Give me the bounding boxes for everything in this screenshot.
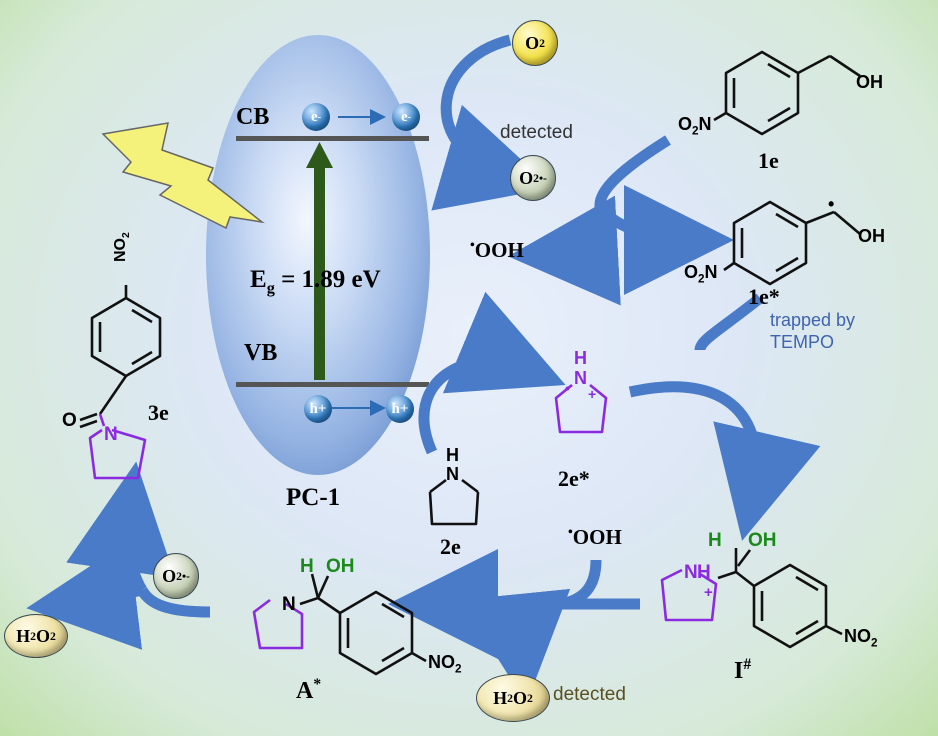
molecule-1e: [713, 50, 861, 136]
vb-line: [236, 382, 429, 387]
atom-1e-O2N: O2N: [678, 114, 712, 138]
arrow-to-h2o2-left: [26, 540, 144, 650]
arrow-hole-to-2estar: [418, 291, 566, 455]
excitation-arrow-head: [306, 142, 333, 168]
arrow-A-to-left: [137, 587, 211, 618]
electron-1: e-: [302, 103, 330, 131]
arrow-o2-to-superoxide: [431, 34, 553, 211]
atom-2estar-plus: +: [588, 386, 597, 402]
atom-A-H: H: [300, 556, 314, 577]
compound-2e-star-label: 2e*: [558, 466, 590, 491]
atom-I-N: N: [684, 562, 698, 583]
atom-1estar-radical: •: [828, 194, 835, 214]
atom-3e-NO2: NO2: [112, 232, 133, 262]
arrow-to-3e: [66, 461, 176, 593]
detected-top-label: detected: [500, 122, 573, 143]
atom-A-OH: OH: [326, 556, 355, 577]
molecule-2e: [428, 478, 480, 526]
intermediate-A-label: A*: [296, 676, 322, 704]
ooh-bottom-label: •OOH: [568, 524, 622, 549]
arrow-1estar-down: [694, 293, 764, 352]
atom-2estar-radical: •: [565, 380, 570, 396]
atom-2estar-H: H: [574, 348, 587, 368]
arrow-to-h2o2-bottom: [460, 588, 571, 704]
atom-1e-OH: OH: [856, 72, 883, 92]
atom-1estar-O2N: O2N: [684, 262, 718, 286]
trapped-line-1: trapped by: [770, 310, 856, 330]
atom-I-plus: +: [704, 584, 713, 601]
molecule-A: [299, 573, 427, 676]
atom-1estar-OH: OH: [858, 226, 885, 246]
cb-label: CB: [236, 104, 270, 130]
atom-I-NO2: NO2: [844, 626, 878, 650]
bandgap-label: Eg = 1.89 eV: [250, 266, 381, 298]
pyrrolidine-3e: [88, 413, 147, 480]
excitation-arrow-shaft: [314, 166, 325, 380]
arrow-to-1ecstar: [595, 184, 734, 295]
hole-1: h+: [304, 395, 332, 423]
electron-2: e-: [392, 103, 420, 131]
lightning-bolt-icon: [101, 122, 265, 230]
bandgap-E: E: [250, 266, 267, 293]
cb-line: [236, 136, 429, 141]
atom-3e-O: O: [62, 410, 77, 431]
hole-2: h+: [386, 395, 414, 423]
trapped-by-tempo-label: trapped by TEMPO: [770, 309, 855, 353]
arrow-to-ooh-top: [508, 195, 621, 306]
atom-A-NO2: NO2: [428, 652, 462, 676]
arrow-1e-split: [594, 135, 671, 206]
atom-I-NH: H: [697, 562, 711, 583]
detected-bottom-label: detected: [553, 684, 626, 705]
compound-2e-label: 2e: [440, 534, 461, 559]
atom-I-H: H: [708, 530, 722, 551]
atom-2e-N: N: [446, 464, 459, 484]
compound-1e-label: 1e: [758, 148, 779, 173]
trapped-line-2: TEMPO: [770, 332, 835, 352]
vb-label: VB: [244, 340, 278, 366]
pyrrolidine-I: [660, 568, 718, 622]
atom-2estar-N: N: [574, 368, 587, 388]
atom-A-N: N: [282, 594, 296, 615]
molecule-I: [717, 548, 843, 649]
intermediate-I-label: I#: [734, 656, 752, 684]
pyrrolidine-2e-star: [554, 383, 608, 434]
pyrrolidine-A: [252, 598, 304, 650]
compound-1e-star-label: 1e*: [748, 284, 780, 309]
molecule-1e-star: [723, 200, 861, 286]
atom-I-OH: OH: [748, 530, 777, 551]
atom-2e-H: H: [446, 445, 459, 465]
bandgap-sub: g: [266, 279, 275, 297]
pc1-label: PC-1: [286, 484, 341, 511]
molecule-3e: [79, 285, 162, 429]
arrow-ooh-merge: [558, 559, 602, 610]
compound-3e-label: 3e: [148, 400, 169, 425]
ooh-top-label: •OOH: [470, 237, 524, 262]
bandgap-value: = 1.89 eV: [281, 266, 381, 293]
atom-3e-N: N: [104, 424, 118, 445]
arrow-2estar-to-I: [628, 381, 821, 541]
